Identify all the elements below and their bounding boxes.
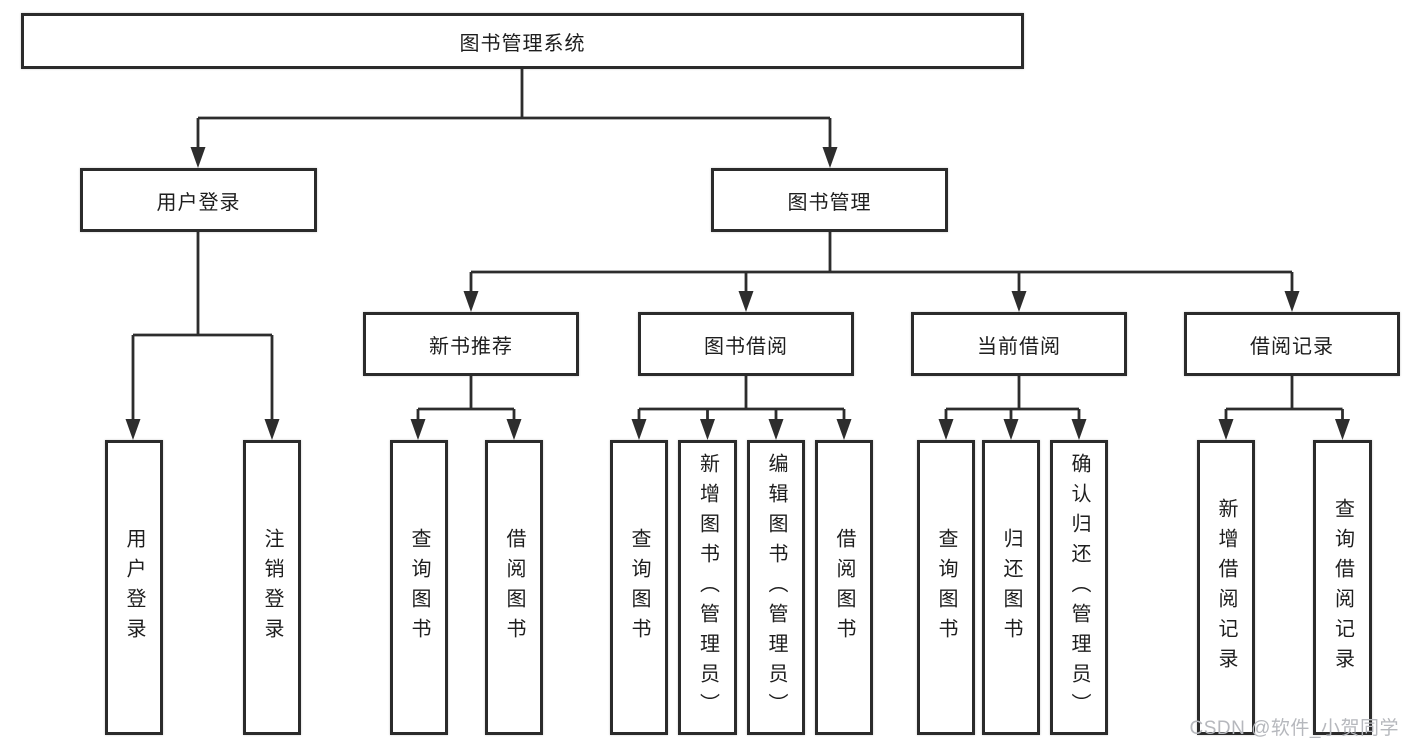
arrow-down-icon (190, 147, 206, 168)
leaf-label: 借阅图书 (503, 527, 525, 648)
arrow-down-icon (410, 419, 426, 440)
connector-root-to-level2 (196, 69, 832, 152)
arrowheads (125, 147, 1350, 440)
leaf-label: 用户登录 (123, 527, 145, 648)
arrow-down-icon (822, 147, 838, 168)
arrow-down-icon (1218, 419, 1234, 440)
arrow-down-icon (1011, 291, 1027, 312)
node-book-management: 图书管理 (711, 168, 948, 232)
leaf-label: 编辑图书（管理员） (765, 452, 787, 723)
arrow-down-icon (700, 419, 715, 440)
leaf-label: 查询图书 (408, 527, 430, 648)
leaf-label: 查询图书 (935, 527, 957, 648)
arrow-down-icon (938, 419, 954, 440)
leaf-confirm-return-admin: 确认归还（管理员） (1050, 440, 1108, 735)
node-root-system: 图书管理系统 (21, 13, 1024, 69)
leaf-user-login: 用户登录 (105, 440, 163, 735)
node-new-book-recommend: 新书推荐 (363, 312, 579, 376)
arrow-down-icon (738, 291, 754, 312)
leaf-borrow-books-recommend: 借阅图书 (485, 440, 543, 735)
leaf-return-books: 归还图书 (982, 440, 1040, 735)
leaf-borrow-books: 借阅图书 (815, 440, 873, 735)
node-book-borrow: 图书借阅 (638, 312, 854, 376)
arrow-down-icon (631, 419, 647, 440)
leaf-add-books-admin: 新增图书（管理员） (678, 440, 737, 735)
connector-borrow-record-children (1224, 376, 1344, 424)
leaf-label: 查询借阅记录 (1331, 497, 1354, 678)
connector-book-borrow-children (637, 376, 846, 424)
arrow-down-icon (506, 419, 522, 440)
arrow-down-icon (125, 419, 141, 440)
connector-current-borrow-children (944, 376, 1081, 424)
leaf-logout: 注销登录 (243, 440, 301, 735)
arrow-down-icon (836, 419, 852, 440)
node-user-login: 用户登录 (80, 168, 317, 232)
leaf-query-borrow-record: 查询借阅记录 (1313, 440, 1372, 735)
arrow-down-icon (1071, 419, 1087, 440)
connector-new-book-children (416, 376, 516, 424)
leaf-add-borrow-record: 新增借阅记录 (1197, 440, 1255, 735)
arrow-down-icon (264, 419, 280, 440)
leaf-label: 确认归还（管理员） (1068, 452, 1090, 723)
leaf-label: 归还图书 (1000, 527, 1022, 648)
leaf-edit-books-admin: 编辑图书（管理员） (747, 440, 805, 735)
node-current-borrow: 当前借阅 (911, 312, 1127, 376)
leaf-label: 注销登录 (261, 527, 283, 648)
leaf-label: 查询图书 (628, 527, 650, 648)
arrow-down-icon (768, 419, 784, 440)
leaf-label: 新增图书（管理员） (696, 452, 719, 723)
node-borrow-records: 借阅记录 (1184, 312, 1400, 376)
leaf-query-books-borrow: 查询图书 (610, 440, 668, 735)
leaf-query-books-current: 查询图书 (917, 440, 975, 735)
arrow-down-icon (1003, 419, 1019, 440)
arrow-down-icon (463, 291, 479, 312)
leaf-query-books-recommend: 查询图书 (390, 440, 448, 735)
arrow-down-icon (1284, 291, 1300, 312)
leaf-label: 借阅图书 (833, 527, 855, 648)
leaf-label: 新增借阅记录 (1215, 497, 1237, 678)
arrow-down-icon (1335, 419, 1350, 440)
connector-book-management-children (469, 232, 1294, 296)
connector-user-login-children (131, 232, 274, 424)
